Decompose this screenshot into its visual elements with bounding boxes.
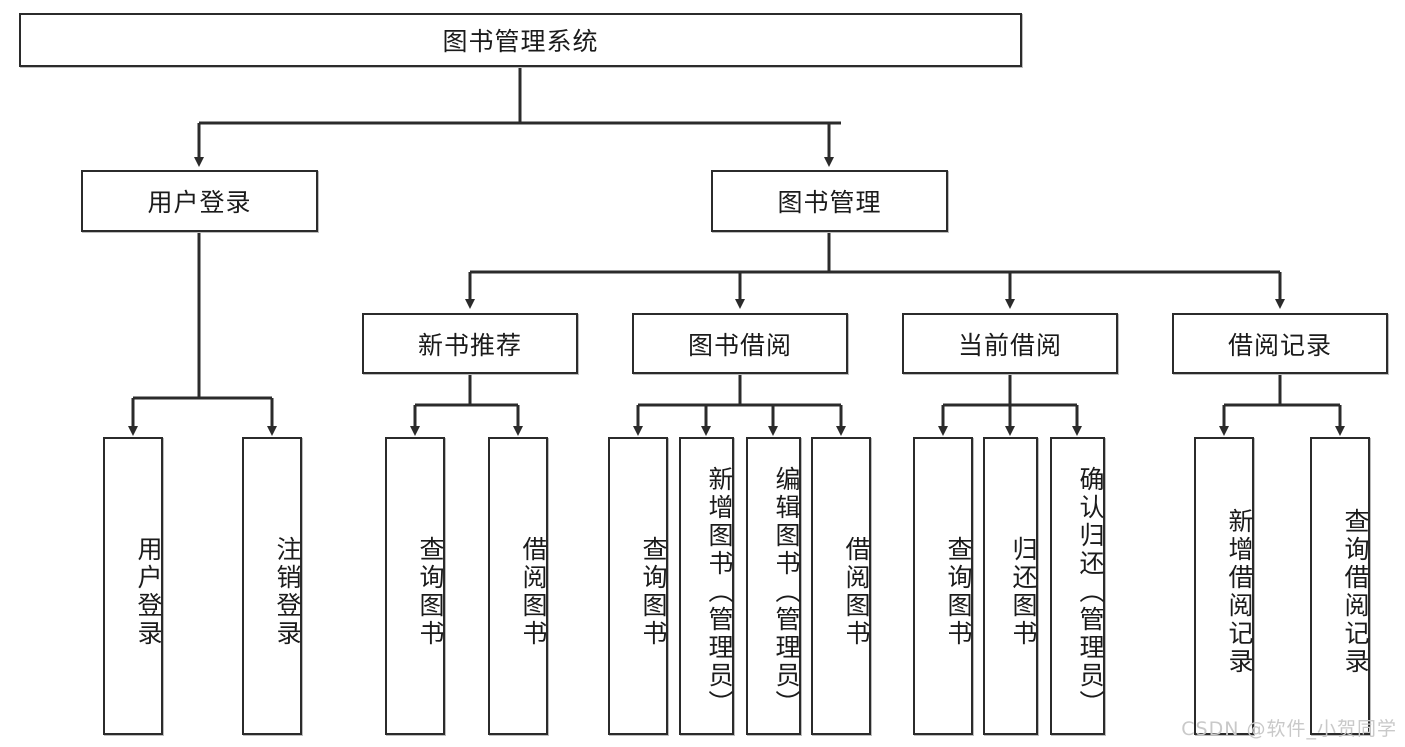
- node-label: 借阅图书: [519, 536, 548, 648]
- node-label: 编辑图书（管理员）: [772, 466, 801, 718]
- node-current-borrowing[interactable]: 当前借阅: [902, 313, 1118, 374]
- node-leaf-confirm-return-admin[interactable]: 确认归还（管理员）: [1050, 437, 1105, 735]
- node-leaf-borrow-books-recommend[interactable]: 借阅图书: [488, 437, 548, 735]
- node-leaf-logout[interactable]: 注销登录: [242, 437, 302, 735]
- node-leaf-return-books[interactable]: 归还图书: [983, 437, 1038, 735]
- node-leaf-add-borrow-record[interactable]: 新增借阅记录: [1194, 437, 1254, 735]
- node-label: 查询图书: [639, 536, 668, 648]
- node-label: 图书管理: [777, 188, 882, 217]
- node-leaf-query-borrow-record[interactable]: 查询借阅记录: [1310, 437, 1370, 735]
- node-book-management[interactable]: 图书管理: [711, 170, 948, 232]
- node-label: 图书借阅: [687, 330, 792, 360]
- node-user-login[interactable]: 用户登录: [81, 170, 318, 232]
- node-label: 当前借阅: [957, 330, 1062, 360]
- node-label: 用户登录: [134, 536, 163, 648]
- node-label: 新增借阅记录: [1225, 508, 1254, 676]
- node-label: 新书推荐: [417, 330, 522, 360]
- node-label: 用户登录: [147, 188, 252, 217]
- node-label: 注销登录: [273, 536, 302, 648]
- node-leaf-add-book-admin[interactable]: 新增图书（管理员）: [679, 437, 734, 735]
- node-borrowing-record[interactable]: 借阅记录: [1172, 313, 1388, 374]
- node-label: 借阅记录: [1227, 330, 1332, 360]
- node-book-borrowing[interactable]: 图书借阅: [632, 313, 848, 374]
- node-label: 查询图书: [944, 536, 973, 648]
- node-label: 图书管理系统: [442, 27, 599, 56]
- node-leaf-edit-book-admin[interactable]: 编辑图书（管理员）: [746, 437, 801, 735]
- watermark-text: CSDN @软件_小贺同学: [1181, 718, 1397, 740]
- node-label: 新增图书（管理员）: [705, 466, 734, 718]
- node-leaf-query-books-recommend[interactable]: 查询图书: [385, 437, 445, 735]
- node-leaf-query-books-borrow[interactable]: 查询图书: [608, 437, 668, 735]
- node-root-book-management-system[interactable]: 图书管理系统: [19, 13, 1022, 67]
- node-new-book-recommendation[interactable]: 新书推荐: [362, 313, 578, 374]
- node-label: 借阅图书: [842, 536, 871, 648]
- node-label: 确认归还（管理员）: [1076, 466, 1105, 718]
- node-leaf-user-login[interactable]: 用户登录: [103, 437, 163, 735]
- node-label: 归还图书: [1009, 536, 1038, 648]
- node-label: 查询借阅记录: [1341, 508, 1370, 676]
- node-label: 查询图书: [416, 536, 445, 648]
- node-leaf-borrow-books[interactable]: 借阅图书: [811, 437, 871, 735]
- node-leaf-query-books-current[interactable]: 查询图书: [913, 437, 973, 735]
